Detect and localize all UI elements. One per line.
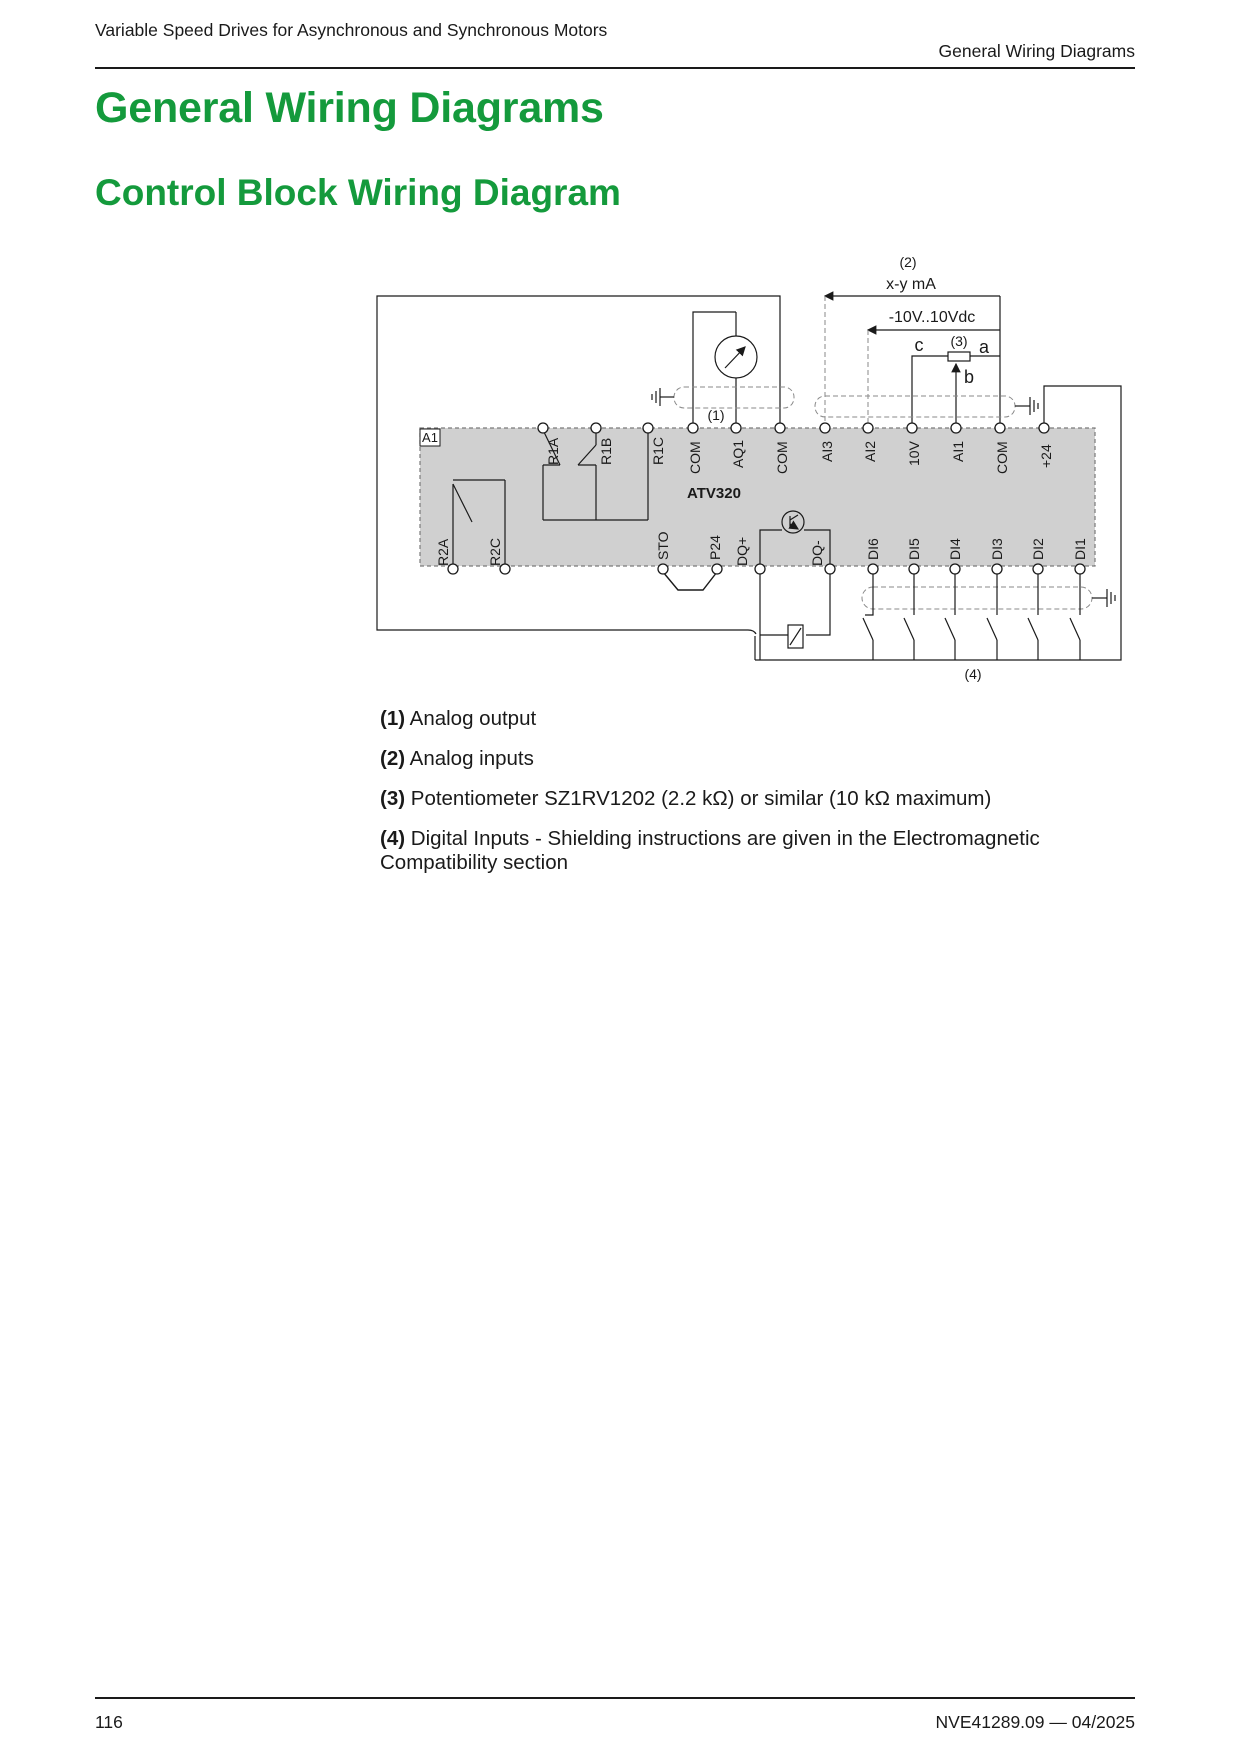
analog-input-wiring xyxy=(823,291,1001,425)
note-2-text: Analog inputs xyxy=(409,747,534,770)
terminal-di2: DI2 xyxy=(1030,538,1046,560)
relay-r2-symbol xyxy=(452,479,506,565)
analog-input-shield xyxy=(814,395,1016,418)
device-name: ATV320 xyxy=(687,485,741,502)
page-number: 116 xyxy=(95,1712,123,1732)
terminal-aq1: AQ1 xyxy=(730,440,746,468)
header-section-title: General Wiring Diagrams xyxy=(938,41,1135,61)
callout-2: (2) xyxy=(899,254,916,270)
note-3-ref: (3) xyxy=(380,787,406,810)
terminal-dq-minus: DQ- xyxy=(809,540,825,566)
terminal-ai3: AI3 xyxy=(819,441,835,462)
note-4-ref: (4) xyxy=(380,827,406,850)
document-reference: NVE41289.09 — 04/2025 xyxy=(935,1712,1135,1732)
terminal-di5: DI5 xyxy=(906,538,922,560)
callout-3: (3) xyxy=(950,333,967,349)
digital-input-shield xyxy=(861,586,1093,610)
supply-24v-wire xyxy=(755,385,1122,661)
terminal-di1: DI1 xyxy=(1072,538,1088,560)
callout-4: (4) xyxy=(964,666,981,682)
terminal-sto: STO xyxy=(655,531,671,560)
label-current-range: x-y mA xyxy=(886,276,936,293)
ground-symbol-left xyxy=(651,388,674,406)
notes-list: (1) Analog output (2) Analog inputs (3) … xyxy=(380,707,1100,891)
terminal-r2a: R2A xyxy=(435,538,451,566)
terminal-com-2: COM xyxy=(774,441,790,474)
relay-loop-wire xyxy=(376,295,781,631)
header-rule xyxy=(95,67,1135,69)
note-4-text: Digital Inputs - Shielding instructions … xyxy=(380,827,1040,874)
pot-label-a: a xyxy=(979,337,990,357)
terminal-di4: DI4 xyxy=(947,538,963,560)
note-1: (1) Analog output xyxy=(380,707,1100,731)
dq-bridge-wire xyxy=(747,629,757,660)
label-voltage-range: -10V..10Vdc xyxy=(889,309,976,326)
digital-input-switches xyxy=(862,574,1081,660)
terminal-10v: 10V xyxy=(906,440,922,466)
dq-load-coil xyxy=(759,572,831,660)
terminal-r1a: R1A xyxy=(545,437,561,465)
sto-jumper xyxy=(662,571,718,591)
section-title: Control Block Wiring Diagram xyxy=(95,172,621,213)
terminal-com-1: COM xyxy=(687,441,703,474)
drive-body xyxy=(419,427,1096,567)
pot-label-b: b xyxy=(964,367,974,387)
terminal-r1c: R1C xyxy=(650,437,666,465)
header-doc-title: Variable Speed Drives for Asynchronous a… xyxy=(95,20,608,40)
control-block-wiring-diagram: A1 ATV320 (1) xyxy=(376,254,1122,682)
terminal-ai2: AI2 xyxy=(862,441,878,462)
note-2: (2) Analog inputs xyxy=(380,747,1100,771)
analog-output-meter xyxy=(692,311,758,425)
note-4: (4) Digital Inputs - Shielding instructi… xyxy=(380,827,1100,875)
callout-1: (1) xyxy=(707,407,724,423)
top-terminal-circles xyxy=(537,422,1050,434)
terminal-ai1: AI1 xyxy=(950,441,966,462)
terminal-di3: DI3 xyxy=(989,538,1005,560)
terminal-p24: P24 xyxy=(707,535,723,560)
ground-symbol-right-top xyxy=(1015,397,1039,415)
terminal-com-3: COM xyxy=(994,441,1010,474)
note-3: (3) Potentiometer SZ1RV1202 (2.2 kΩ) or … xyxy=(380,787,1100,811)
analog-output-shield xyxy=(673,386,795,409)
terminal-r2c: R2C xyxy=(487,538,503,566)
pot-label-c: c xyxy=(915,335,924,355)
note-2-ref: (2) xyxy=(380,747,406,770)
analog-input-dashed-leads xyxy=(824,296,869,425)
transistor-output-symbol xyxy=(759,510,831,566)
device-tag-box xyxy=(419,428,441,447)
footer-rule xyxy=(95,1697,1135,1699)
bottom-terminal-labels: R2A R2C STO P24 DQ+ DQ- DI6 DI5 DI4 DI3 … xyxy=(435,531,1088,566)
page-title: General Wiring Diagrams xyxy=(95,84,604,132)
ground-symbol-right-bottom xyxy=(1092,589,1116,607)
note-1-ref: (1) xyxy=(380,707,406,730)
note-3-text: Potentiometer SZ1RV1202 (2.2 kΩ) or simi… xyxy=(410,787,992,810)
terminal-di6: DI6 xyxy=(865,538,881,560)
top-terminal-labels: R1A R1B R1C COM AQ1 COM AI3 AI2 10V AI1 … xyxy=(545,437,1054,474)
terminal-r1b: R1B xyxy=(598,438,614,465)
terminal-plus24: +24 xyxy=(1038,444,1054,468)
device-tag: A1 xyxy=(422,430,438,445)
note-1-text: Analog output xyxy=(409,707,537,730)
terminal-dq-plus: DQ+ xyxy=(734,537,750,566)
